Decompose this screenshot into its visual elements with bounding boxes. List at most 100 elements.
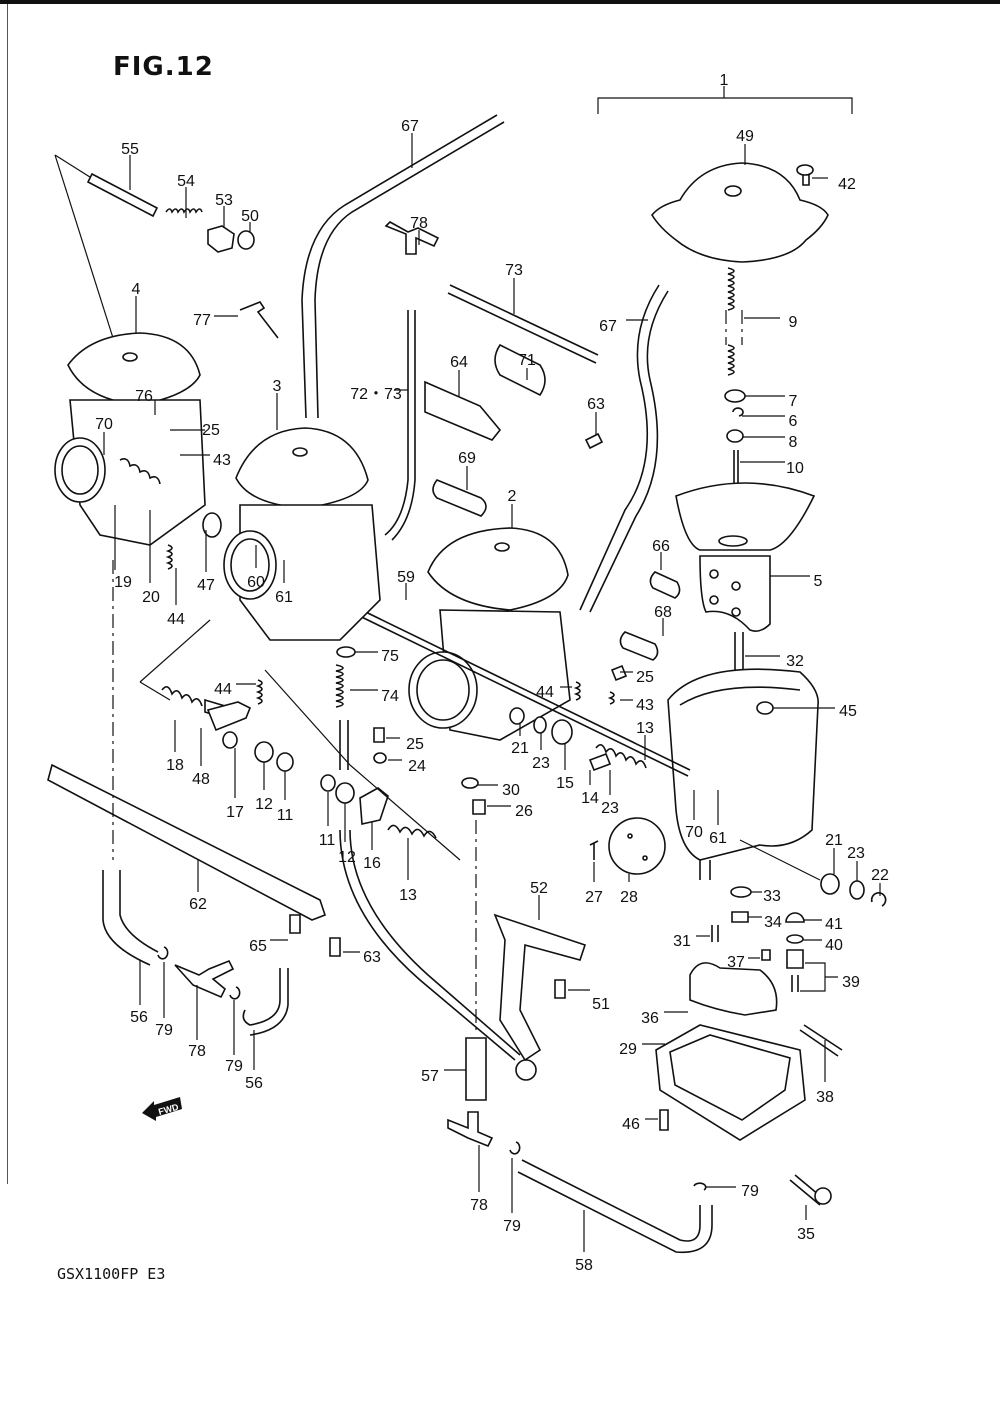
callout-54: 54 xyxy=(177,173,195,190)
callout-61: 61 xyxy=(275,589,293,606)
callout-5: 5 xyxy=(814,573,823,590)
callout-59: 59 xyxy=(397,569,415,586)
callout-15: 15 xyxy=(556,775,574,792)
callout-74: 74 xyxy=(381,688,399,705)
part-carburetor-4 xyxy=(54,296,210,605)
callout-68: 68 xyxy=(654,604,672,621)
callout-35: 35 xyxy=(797,1226,815,1243)
callout-13: 13 xyxy=(399,887,417,904)
callout-52: 52 xyxy=(530,880,548,897)
callout-39: 39 xyxy=(842,974,860,991)
callout-66: 66 xyxy=(652,538,670,555)
callout-20: 20 xyxy=(142,589,160,606)
callout-23: 23 xyxy=(601,800,619,817)
callout-29: 29 xyxy=(619,1041,637,1058)
callout-47: 47 xyxy=(197,577,215,594)
callout-27: 27 xyxy=(585,889,603,906)
callout-78: 78 xyxy=(470,1197,488,1214)
callout-24: 24 xyxy=(408,758,426,775)
callout-56: 56 xyxy=(130,1009,148,1026)
callout-25: 25 xyxy=(406,736,424,753)
callout-41: 41 xyxy=(825,916,843,933)
callout-43: 43 xyxy=(636,697,654,714)
part-seal-rings xyxy=(739,839,887,907)
callout-11: 11 xyxy=(277,807,294,824)
callout-69: 69 xyxy=(458,450,476,467)
assembly-bracket xyxy=(597,86,853,114)
page-left-border xyxy=(7,4,8,1184)
callout-6: 6 xyxy=(789,413,798,430)
callout-53: 53 xyxy=(215,192,233,209)
part-hoses-right-small xyxy=(619,552,681,661)
callout-25: 25 xyxy=(636,669,654,686)
callout-44: 44 xyxy=(536,684,554,701)
callout-67: 67 xyxy=(599,318,617,335)
part-top-cap xyxy=(651,144,829,263)
callout-21: 21 xyxy=(825,832,843,849)
callout-61: 61 xyxy=(709,830,727,847)
callout-17: 17 xyxy=(226,804,244,821)
callout-70: 70 xyxy=(685,824,703,841)
callout-32: 32 xyxy=(786,653,804,670)
callout-18: 18 xyxy=(166,757,184,774)
callout-7: 7 xyxy=(789,393,798,410)
callout-23: 23 xyxy=(847,845,865,862)
callout-14: 14 xyxy=(581,790,599,807)
callout-67: 67 xyxy=(401,118,419,135)
callout-37: 37 xyxy=(727,954,745,971)
callout-79: 79 xyxy=(155,1022,173,1039)
part-right-carburetor-body xyxy=(608,632,835,880)
callout-60: 60 xyxy=(247,574,265,591)
callout-13: 13 xyxy=(636,720,654,737)
callout-1: 1 xyxy=(720,72,729,89)
callout-63: 63 xyxy=(363,949,381,966)
callout-56: 56 xyxy=(245,1075,263,1092)
callout-43: 43 xyxy=(213,452,231,469)
callout-58: 58 xyxy=(575,1257,593,1274)
callout-3: 3 xyxy=(273,378,282,395)
callout-45: 45 xyxy=(839,703,857,720)
part-float-bowl xyxy=(589,840,843,1220)
part-t-connector-top xyxy=(384,221,440,255)
callout-64: 64 xyxy=(450,354,468,371)
callout-38: 38 xyxy=(816,1089,834,1106)
part-left-linkage xyxy=(139,619,294,800)
callout-10: 10 xyxy=(786,460,804,477)
callout-22: 22 xyxy=(871,867,889,884)
forward-arrow-icon: FWD xyxy=(142,1097,182,1121)
callout-31: 31 xyxy=(673,933,691,950)
callout-12: 12 xyxy=(255,796,273,813)
callout-62: 62 xyxy=(189,896,207,913)
callout-28: 28 xyxy=(620,889,638,906)
part-diaphragm-piston xyxy=(675,482,816,632)
callout-16: 16 xyxy=(363,855,381,872)
callout-72-73: 72・73 xyxy=(350,386,402,403)
part-fast-idle-plunger xyxy=(54,154,279,361)
callout-79: 79 xyxy=(741,1183,759,1200)
callout-23: 23 xyxy=(532,755,550,772)
callout-8: 8 xyxy=(789,434,798,451)
callout-4: 4 xyxy=(132,281,141,298)
callout-26: 26 xyxy=(515,803,533,820)
callout-2: 2 xyxy=(508,488,517,505)
callout-73: 73 xyxy=(505,262,523,279)
part-bracket-and-rod xyxy=(47,763,590,1081)
part-carburetor-3 xyxy=(202,393,381,770)
part-hoses-upper xyxy=(301,114,669,613)
callout-34: 34 xyxy=(764,914,782,931)
part-vent-hoses-left xyxy=(102,560,289,1070)
callout-21: 21 xyxy=(511,740,529,757)
part-tube-69 xyxy=(432,466,487,517)
callout-42: 42 xyxy=(838,176,856,193)
callout-12: 12 xyxy=(338,849,356,866)
callout-30: 30 xyxy=(502,782,520,799)
callout-76: 76 xyxy=(135,388,153,405)
callout-36: 36 xyxy=(641,1010,659,1027)
callout-19: 19 xyxy=(114,574,132,591)
callout-57: 57 xyxy=(421,1068,439,1085)
callout-33: 33 xyxy=(763,888,781,905)
callout-79: 79 xyxy=(503,1218,521,1235)
callout-78: 78 xyxy=(188,1043,206,1060)
callout-44: 44 xyxy=(167,611,185,628)
